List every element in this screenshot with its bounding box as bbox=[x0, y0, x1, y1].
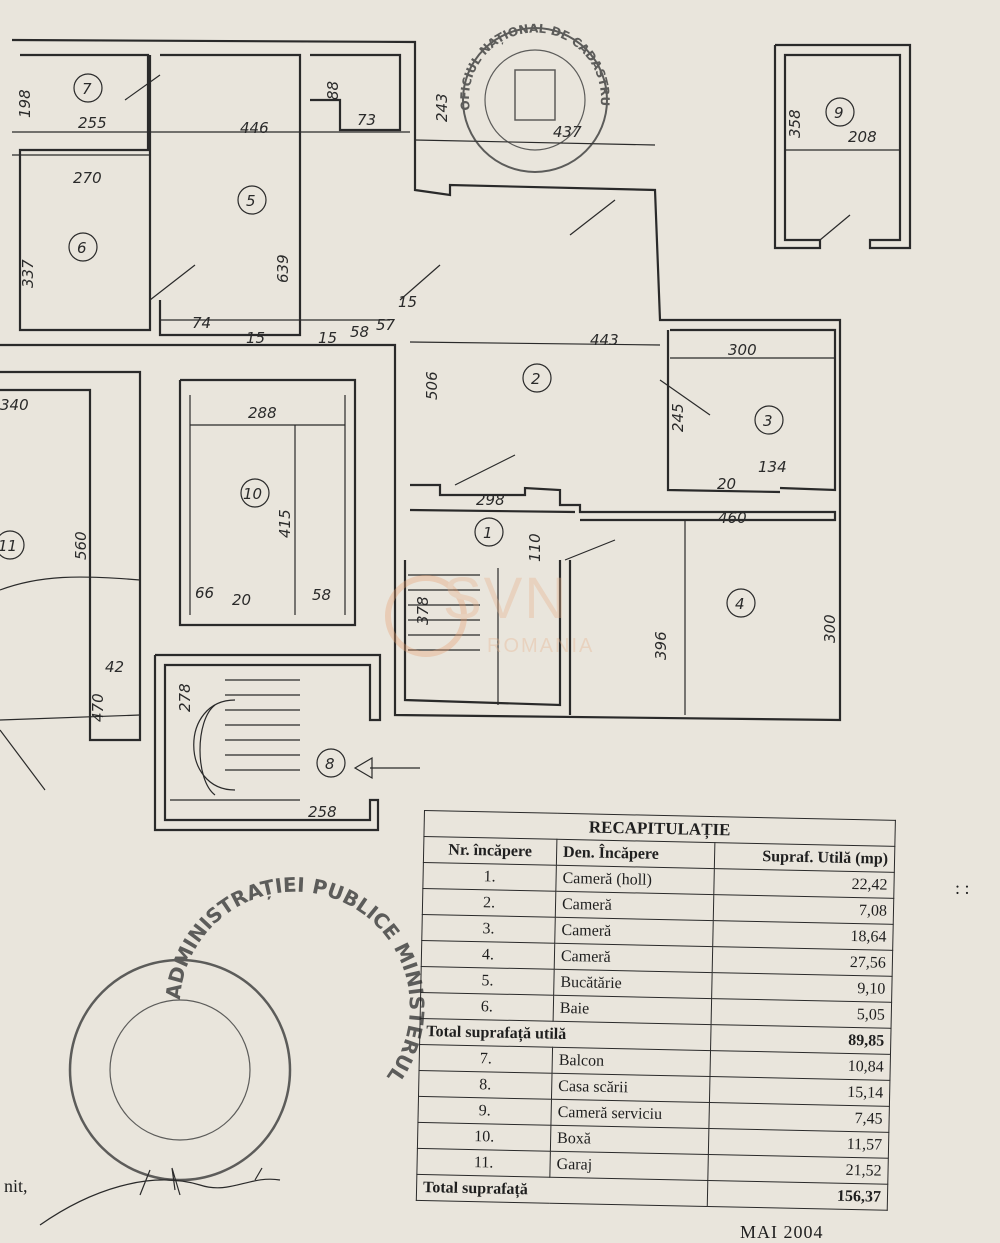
room-marker-3: 3 bbox=[763, 412, 773, 430]
dimension: 15 bbox=[398, 293, 417, 311]
dimension: 20 bbox=[232, 591, 251, 609]
dimension: 255 bbox=[78, 114, 107, 132]
signature bbox=[39, 1167, 281, 1226]
agency-watermark: SVN ROMANIA bbox=[385, 565, 625, 675]
dimension: 15 bbox=[246, 329, 265, 347]
room-marker-2: 2 bbox=[531, 370, 541, 388]
dimension: 270 bbox=[73, 169, 102, 187]
room-marker-8: 8 bbox=[325, 755, 335, 773]
dimension: 560 bbox=[72, 531, 90, 560]
watermark-sub: ROMANIA bbox=[487, 635, 595, 657]
room-marker-1: 1 bbox=[483, 524, 493, 542]
dimension: 57 bbox=[376, 316, 396, 334]
dimension: 278 bbox=[176, 683, 194, 712]
dimension: 74 bbox=[192, 314, 211, 332]
dimension: 66 bbox=[195, 584, 214, 602]
watermark-brand: SVN bbox=[443, 566, 569, 631]
watermark-logo-icon bbox=[385, 575, 467, 657]
room-marker-6: 6 bbox=[77, 239, 87, 257]
dimension: 58 bbox=[350, 323, 369, 341]
dimension: 415 bbox=[276, 509, 294, 538]
cadastre-stamp: OFICIUL NAȚIONAL DE CADASTRU GEODEZIE ȘI… bbox=[0, 0, 612, 173]
dimension: 245 bbox=[669, 403, 687, 432]
dimension: 298 bbox=[476, 491, 505, 509]
header-name: Den. Încăpere bbox=[556, 839, 715, 869]
dimension: 110 bbox=[526, 533, 544, 562]
room-marker-5: 5 bbox=[246, 192, 256, 210]
dimension: 208 bbox=[848, 128, 877, 146]
dimension: 258 bbox=[308, 803, 337, 821]
dimension: 134 bbox=[758, 458, 787, 476]
room-marker-10: 10 bbox=[243, 485, 262, 503]
dimension: 20 bbox=[717, 475, 736, 493]
dimension: 42 bbox=[105, 658, 124, 676]
dimension: 243 bbox=[433, 93, 451, 122]
total-util-value: 89,85 bbox=[710, 1024, 892, 1055]
document-date: MAI 2004 bbox=[740, 1222, 824, 1242]
room-marker-9: 9 bbox=[834, 104, 844, 122]
margin-marks: : : bbox=[955, 878, 970, 898]
header-nr: Nr. încăpere bbox=[423, 836, 557, 866]
plan-walls bbox=[0, 38, 912, 832]
room-marker-4: 4 bbox=[735, 595, 745, 613]
room-markers: 1 2 3 4 5 6 7 8 9 10 11 bbox=[0, 73, 855, 778]
ministry-stamp: ADMINISTRAȚIEI PUBLICE MINISTERUL bbox=[68, 873, 429, 1182]
dimension: 446 bbox=[240, 119, 269, 137]
dimension: 396 bbox=[652, 631, 670, 660]
dimension: 73 bbox=[357, 111, 376, 129]
dimension: 58 bbox=[312, 586, 331, 604]
total-label: Total suprafață bbox=[416, 1174, 708, 1207]
dimension: 300 bbox=[728, 341, 757, 359]
dimension: 506 bbox=[423, 371, 441, 400]
header-area: Supraf. Utilă (mp) bbox=[714, 842, 895, 873]
dimension: 358 bbox=[786, 109, 804, 138]
room-marker-11: 11 bbox=[0, 537, 17, 555]
dimension: 340 bbox=[0, 396, 29, 414]
recap-table: RECAPITULAȚIE Nr. încăpere Den. Încăpere… bbox=[416, 810, 896, 1211]
stamp-bottom-text: ADMINISTRAȚIEI PUBLICE MINISTERUL bbox=[161, 873, 429, 1088]
dimension: 639 bbox=[274, 254, 292, 283]
dimension: 470 bbox=[89, 693, 107, 722]
stairwell-steps bbox=[170, 679, 300, 801]
dimension: 288 bbox=[248, 404, 277, 422]
dimension: 198 bbox=[16, 89, 34, 118]
total-value: 156,37 bbox=[707, 1180, 888, 1211]
room-marker-7: 7 bbox=[82, 80, 92, 98]
truncated-side-text: nit, bbox=[4, 1176, 28, 1196]
dimension-labels: 198 255 446 88 73 243 437 358 208 270 33… bbox=[0, 81, 877, 821]
dimension: 15 bbox=[318, 329, 337, 347]
dimension: 443 bbox=[590, 331, 619, 349]
dimension: 460 bbox=[718, 509, 747, 527]
dimension: 437 bbox=[553, 123, 582, 141]
dimension: 88 bbox=[324, 81, 342, 100]
dimension: 337 bbox=[19, 259, 37, 288]
dimension: 300 bbox=[821, 614, 839, 643]
